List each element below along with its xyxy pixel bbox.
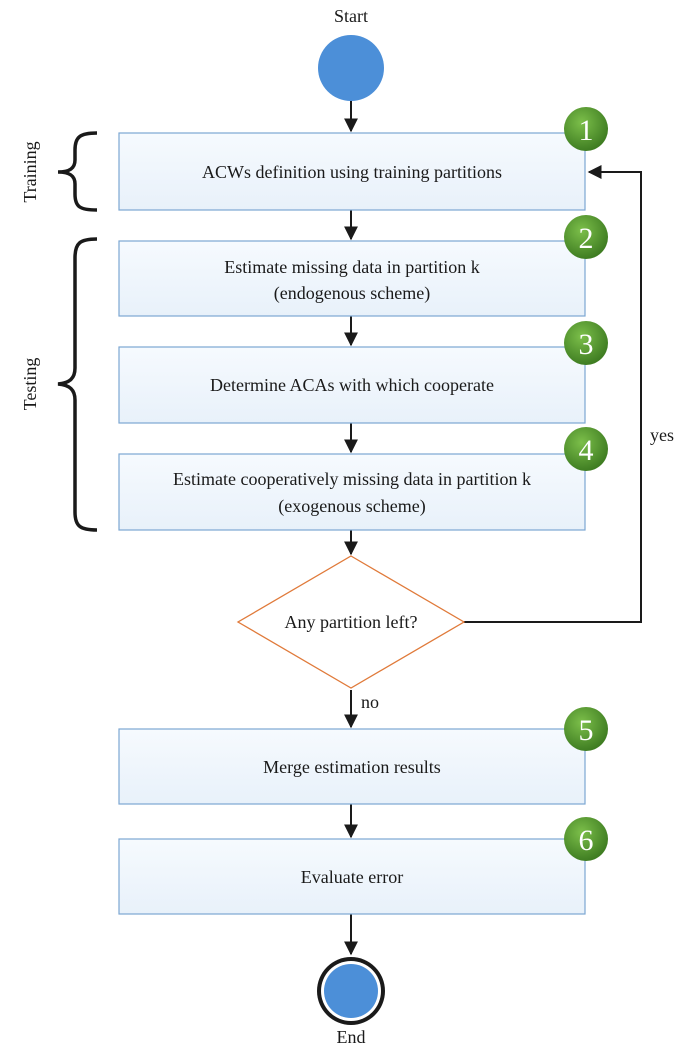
step-2: Estimate missing data in partition k (en…	[118, 215, 608, 317]
yes-label: yes	[650, 425, 674, 445]
step-6: Evaluate error 6	[118, 817, 608, 915]
decision-question: Any partition left?	[285, 612, 418, 632]
end-node	[324, 964, 378, 1018]
yes-loop-connector	[464, 165, 642, 623]
decision: Any partition left?	[236, 555, 466, 689]
no-label: no	[361, 692, 379, 712]
step-box	[118, 132, 586, 211]
testing-bracket: Testing	[20, 237, 98, 532]
step-badge	[564, 107, 608, 151]
step-box	[118, 453, 586, 531]
step-4-text-line-2: (exogenous scheme)	[278, 496, 425, 517]
start-node	[318, 35, 384, 101]
step-box	[118, 728, 586, 805]
testing-label: Testing	[20, 358, 40, 411]
decision-diamond	[236, 555, 466, 689]
step-3: Determine ACAs with which cooperate 3	[118, 321, 608, 424]
step-box	[118, 838, 586, 915]
step-3-text: Determine ACAs with which cooperate	[210, 375, 494, 395]
end-label: End	[337, 1027, 366, 1047]
step-badge	[564, 215, 608, 259]
training-bracket: Training	[20, 131, 98, 212]
step-5: Merge estimation results 5	[118, 707, 608, 805]
step-5-text: Merge estimation results	[263, 757, 441, 777]
step-badge	[564, 427, 608, 471]
step-6-number: 6	[579, 824, 594, 857]
step-1: ACWs definition using training partition…	[118, 107, 608, 211]
step-box	[118, 240, 586, 317]
step-badge	[564, 321, 608, 365]
start-label: Start	[334, 6, 368, 26]
step-2-text-line-2: (endogenous scheme)	[274, 283, 430, 304]
training-label: Training	[20, 141, 40, 202]
step-3-number: 3	[579, 328, 594, 361]
step-5-number: 5	[579, 714, 594, 747]
step-6-text: Evaluate error	[301, 867, 403, 887]
step-1-number: 1	[579, 114, 594, 147]
step-2-number: 2	[579, 222, 594, 255]
step-2-text-line-1: Estimate missing data in partition k	[224, 257, 479, 277]
step-4-text-line-1: Estimate cooperatively missing data in p…	[173, 469, 531, 489]
step-badge	[564, 707, 608, 751]
step-box	[118, 346, 586, 424]
step-4: Estimate cooperatively missing data in p…	[118, 427, 608, 531]
step-4-number: 4	[579, 434, 594, 467]
step-1-text: ACWs definition using training partition…	[202, 162, 502, 182]
step-badge	[564, 817, 608, 861]
